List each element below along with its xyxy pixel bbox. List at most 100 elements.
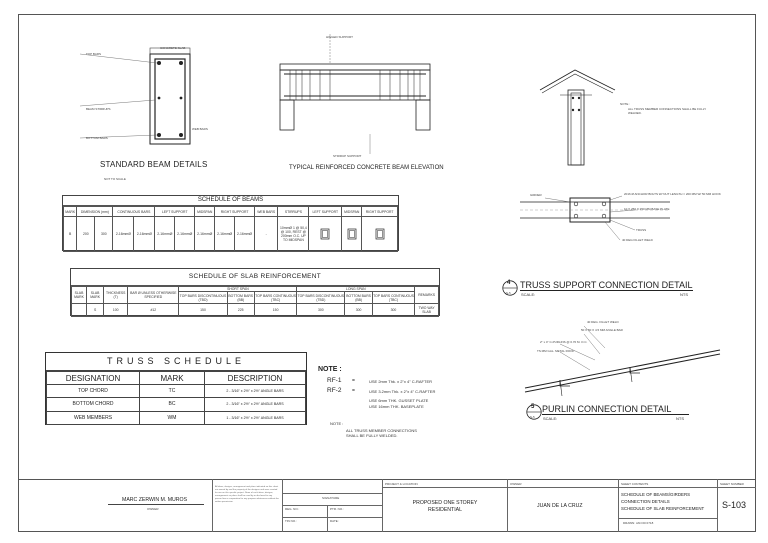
label-top-bars: TOP BARS — [86, 52, 102, 56]
slab-cell-thickness: 100 — [103, 303, 129, 317]
slab-cell-long-tbd: 300 — [296, 303, 346, 317]
label-c-purlins: 2" x 4" C-PURLINS @ 0.70 M. O.C. — [540, 340, 588, 344]
tb-divider — [327, 505, 328, 532]
note-rf2-text: USE 3.2mm Thk. x 2"x 4" C-RAFTER — [369, 389, 436, 394]
purlin-title: PURLIN CONNECTION DETAIL — [542, 404, 672, 414]
slab-col-mark-a: SLAB MARK — [71, 286, 87, 304]
truss-col-description: DESCRIPTION — [204, 371, 306, 385]
col-right-support: RIGHT SUPPORT — [214, 206, 255, 217]
purlin-callout-icon — [526, 404, 542, 420]
beam-cont-bot: 2-16mmØ — [133, 216, 156, 252]
tb-hline — [282, 517, 382, 518]
label-girder: GIRDER — [530, 193, 542, 197]
label-metal-roof: TS MM GAL. METAL ROOF — [537, 349, 575, 353]
note-top-right-label: NOTE : — [620, 102, 631, 106]
column-truss-section-drawing — [539, 69, 616, 166]
label-anchor-bolts: 2016 Ø ANCHOR BOLTS W/ NUT LENGTH = 200 … — [624, 192, 721, 196]
truss-schedule: TRUSS SCHEDULE DESIGNATION MARK DESCRIPT… — [45, 352, 307, 426]
schedule-beams-title: SCHEDULE OF BEAMS — [63, 196, 398, 206]
col-stirrups: STIRRUPS — [277, 206, 310, 217]
note-baseplate: USE 16mm THK. BASEPLATE — [369, 404, 424, 409]
rc-elevation-title: TYPICAL REINFORCED CONCRETE BEAM ELEVATI… — [289, 165, 444, 171]
truss-support-callout-icon — [502, 280, 518, 296]
notes-mid-label: NOTE : — [318, 366, 342, 373]
schedule-of-slab-reinforcement: SCHEDULE OF SLAB REINFORCEMENT SLAB MARK… — [70, 268, 440, 317]
reg-no-label: REG. NO.: — [285, 507, 300, 511]
col-right-support-sec: RIGHT SUPPORT — [361, 206, 398, 217]
sheet-number: S-103 — [722, 500, 747, 510]
signature-label: SIGNATURE — [322, 496, 340, 500]
engineer-role: OWNER — [147, 507, 159, 511]
truss-row1-designation: BOTTOM CHORD — [46, 397, 140, 412]
truss-support-drawing — [520, 195, 670, 241]
drawing-border — [18, 14, 756, 532]
tb-divider — [212, 479, 213, 532]
label-hinged-support: HINGED SUPPORT — [326, 35, 353, 39]
label-concrete-slab: CONCRETE SLAB — [160, 46, 186, 50]
slab-cell-blank — [71, 303, 87, 317]
label-purlin-weld: 40 DEG. FILLET WELD — [587, 320, 619, 324]
slab-col-bar: BAR Ø UNLESS OTHERWISE SPECIFIED — [127, 286, 180, 304]
note-rf2-eq: = — [352, 388, 355, 394]
beam-section-mid — [341, 216, 363, 252]
slab-cell-mark: S — [85, 303, 105, 317]
truss-row0-designation: TOP CHORD — [46, 383, 140, 399]
beam-mark: B — [62, 216, 78, 252]
beam-details-title: STANDARD BEAM DETAILS — [100, 160, 208, 169]
title-block — [18, 479, 756, 533]
note-rf1-mark: RF-1 — [327, 377, 342, 384]
col-left-support-sec: LEFT SUPPORT — [308, 206, 343, 217]
ptr-no-label: PTR. NO.: — [330, 507, 344, 511]
truss-support-title: TRUSS SUPPORT CONNECTION DETAIL — [520, 280, 693, 290]
beam-section-right — [361, 216, 398, 252]
drawn-label: DRAWN: JAN 00 0718 — [623, 521, 654, 525]
owner-name: JUAN DE LA CRUZ — [537, 503, 583, 509]
slab-cell-long-tbc: 300 — [371, 303, 416, 317]
beam-depth: 300 — [94, 216, 114, 252]
notes-mid-label-2: NOTE : — [330, 421, 344, 426]
slab-col-short-tbc: TOP BARS CONTINUOUS (TBC) — [253, 291, 298, 304]
sheet-number-label: SHEET NUMBER — [720, 482, 744, 486]
schedule-slab-title: SCHEDULE OF SLAB REINFORCEMENT — [71, 269, 439, 286]
engineer-underline — [108, 504, 204, 505]
slab-col-mark-b: SLAB MARK — [85, 286, 105, 304]
tb-divider — [507, 479, 508, 532]
note-top-right-text: ALL TRUSS MEMBER CONNECTIONS SHALL BE FU… — [628, 107, 707, 115]
col-mark: MARK — [62, 206, 78, 217]
truss-schedule-title: TRUSS SCHEDULE — [46, 353, 306, 371]
slab-col-short-tbd: TOP BARS DISCONTINUOUS (TBD) — [178, 291, 228, 304]
table-row: BOTTOM CHORD BC 2 - 3/16" x 2½" x 2½" AN… — [46, 397, 306, 412]
col-dimension: DIMENSION (mm) — [76, 206, 114, 217]
beam-cont-top: 2-16mmØ — [112, 216, 135, 252]
col-left-support: LEFT SUPPORT — [154, 206, 196, 217]
label-web-bars: WEB BARS — [192, 127, 208, 131]
col-midspan-sec: MIDSPAN — [341, 206, 363, 217]
truss-row0-description: 2 - 3/16" x 2½" x 2½" ANGLE BARS — [204, 383, 306, 399]
truss-row2-mark: WM — [139, 410, 205, 426]
slab-col-short-bb: BOTTOM BARS (BB) — [226, 291, 255, 304]
beam-web-bars: - — [253, 216, 279, 252]
truss-row0-mark: TC — [139, 383, 205, 399]
tin-no-label: TIN NO.: — [285, 519, 297, 523]
tb-divider — [618, 479, 619, 532]
truss-row2-designation: WEB MEMBERS — [46, 410, 140, 426]
tb-divider — [382, 479, 383, 532]
owner-label: OWNER — [510, 482, 522, 486]
label-fillet-weld: 40 DEG FILLET WELD — [622, 238, 653, 242]
disclaimer-text: All ideas, designs, arrangement and plan… — [215, 486, 279, 503]
table-row: WEB MEMBERS WM 1 - 3/16" x 2½" x 2½" ANG… — [46, 410, 306, 426]
tb-hline — [618, 518, 717, 519]
note-rf1-text: USE 2mm Thk. x 2"x 4" C-RAFTER — [369, 379, 432, 384]
slab-col-remarks: REMARKS — [414, 286, 439, 304]
slab-cell-bar: #12 — [127, 303, 180, 317]
purlin-sheet: S-5 — [530, 415, 535, 419]
purlin-num: 5 — [531, 404, 535, 410]
truss-support-underline — [520, 290, 693, 291]
purlin-scale-label: SCALE: — [543, 416, 558, 421]
table-row: TOP CHORD TC 2 - 3/16" x 2½" x 2½" ANGLE… — [46, 383, 306, 399]
truss-col-mark: MARK — [139, 371, 205, 385]
label-stirrup-support: STIRRUP SUPPORT — [333, 154, 362, 158]
col-midspan: MIDSPAN — [194, 206, 216, 217]
label-angle-bar: 50 X 50 X 4.5 MM ANGLE BAR — [581, 328, 623, 332]
note-rf1-eq: = — [352, 378, 355, 384]
